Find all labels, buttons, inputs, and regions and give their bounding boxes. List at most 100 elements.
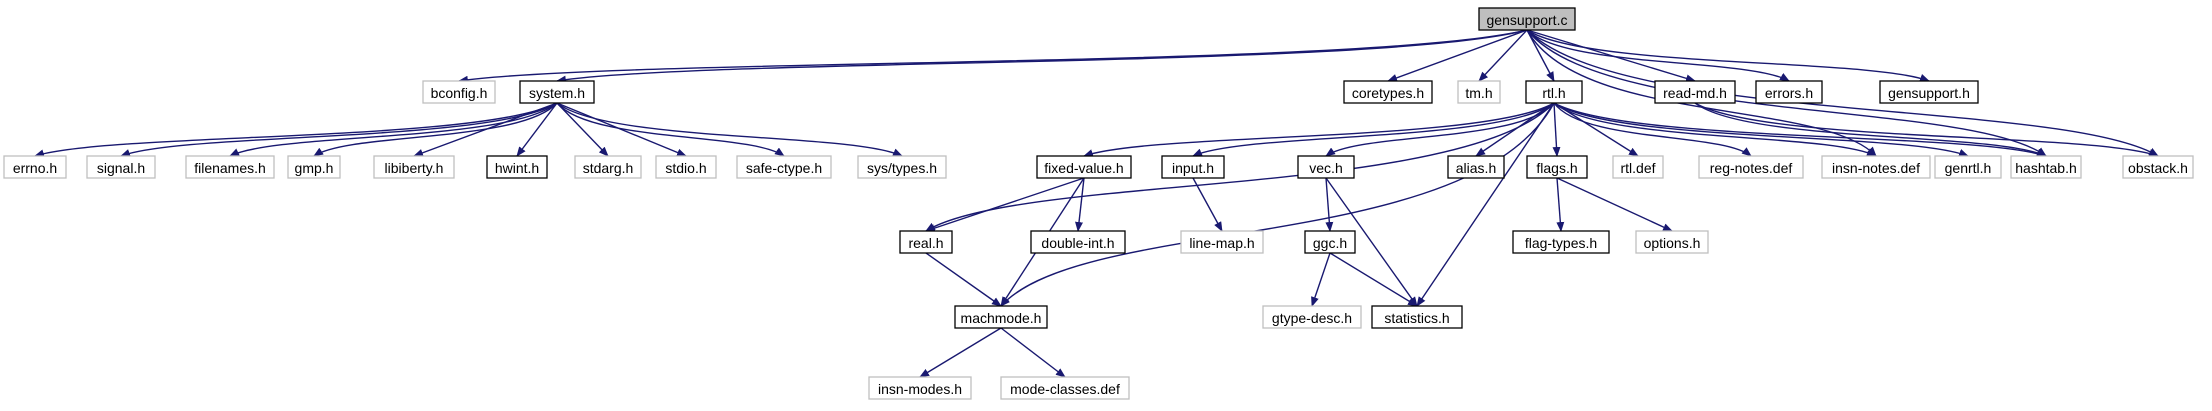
node-insn-modes-h: insn-modes.h [868, 376, 972, 400]
edge-rtl-h-to-machmode-h [1000, 102, 1555, 307]
node-box [1343, 80, 1433, 104]
node-machmode-h[interactable]: machmode.h [954, 305, 1048, 329]
node-flags-h[interactable]: flags.h [1526, 155, 1588, 179]
node-box [1262, 305, 1362, 329]
edge-gensupport-c-to-gensupport-h [1526, 29, 1930, 82]
node-obstack-h: obstack.h [2122, 155, 2194, 179]
node-box [486, 155, 548, 179]
node-gensupport-c[interactable]: gensupport.c [1478, 7, 1576, 31]
node-label: insn-modes.h [878, 381, 962, 397]
node-rtl-h[interactable]: rtl.h [1525, 80, 1583, 104]
node-tm-h: tm.h [1457, 80, 1501, 104]
node-sys-types-h: sys/types.h [857, 155, 947, 179]
node-box [1447, 155, 1505, 179]
node-errno-h: errno.h [3, 155, 67, 179]
edge-gensupport-c-to-errors-h [1526, 29, 1790, 82]
edge-system-h-to-sys-types-h [556, 102, 903, 157]
node-label: hwint.h [495, 160, 539, 176]
edge-gensupport-c-to-obstack-h [1526, 29, 2159, 157]
node-errors-h[interactable]: errors.h [1755, 80, 1823, 104]
node-stdio-h: stdio.h [655, 155, 717, 179]
node-box [1525, 80, 1583, 104]
edge-ggc-h-to-statistics-h [1329, 252, 1418, 307]
node-label: hashtab.h [2015, 160, 2077, 176]
node-label: machmode.h [961, 310, 1042, 326]
node-box [1180, 230, 1264, 254]
node-box [1755, 80, 1823, 104]
node-coretypes-h[interactable]: coretypes.h [1343, 80, 1433, 104]
node-box [2010, 155, 2082, 179]
edge-vec-h-to-statistics-h [1325, 177, 1418, 307]
node-box [373, 155, 455, 179]
node-label: obstack.h [2128, 160, 2188, 176]
node-hashtab-h: hashtab.h [2010, 155, 2082, 179]
node-read-md-h[interactable]: read-md.h [1654, 80, 1736, 104]
edge-read-md-h-to-obstack-h [1694, 102, 2159, 157]
node-filenames-h: filenames.h [185, 155, 275, 179]
node-label: safe-ctype.h [746, 160, 822, 176]
node-box [868, 376, 972, 400]
node-box [1030, 230, 1126, 254]
node-hwint-h[interactable]: hwint.h [486, 155, 548, 179]
node-box [1036, 155, 1132, 179]
edge-rtl-h-to-reg-notes-def [1553, 102, 1752, 157]
edge-machmode-h-to-mode-classes-def [1000, 327, 1066, 378]
edges [34, 29, 2159, 378]
edge-rtl-h-to-genrtl-h [1553, 102, 1969, 157]
node-libiberty-h: libiberty.h [373, 155, 455, 179]
edge-gensupport-c-to-hashtab-h [1526, 29, 2047, 157]
node-label: system.h [529, 85, 585, 101]
node-label: errno.h [13, 160, 57, 176]
edge-system-h-to-stdarg-h [556, 102, 609, 157]
node-box [1161, 155, 1225, 179]
node-label: stdio.h [665, 160, 706, 176]
node-vec-h[interactable]: vec.h [1297, 155, 1355, 179]
edge-rtl-h-to-alias-h [1475, 102, 1555, 157]
node-label: bconfig.h [431, 85, 488, 101]
node-label: line-map.h [1189, 235, 1254, 251]
node-gensupport-h[interactable]: gensupport.h [1879, 80, 1979, 104]
node-label: gtype-desc.h [1272, 310, 1352, 326]
node-reg-notes-def: reg-notes.def [1698, 155, 1804, 179]
node-label: rtl.def [1620, 160, 1655, 176]
node-gmp-h: gmp.h [287, 155, 341, 179]
node-box [1934, 155, 2002, 179]
node-insn-notes-def: insn-notes.def [1821, 155, 1931, 179]
node-label: ggc.h [1313, 235, 1347, 251]
node-input-h[interactable]: input.h [1161, 155, 1225, 179]
node-label: genrtl.h [1945, 160, 1992, 176]
node-system-h[interactable]: system.h [519, 80, 595, 104]
node-statistics-h[interactable]: statistics.h [1371, 305, 1463, 329]
node-label: flag-types.h [1525, 235, 1597, 251]
node-box [1304, 230, 1356, 254]
edge-system-h-to-libiberty-h [413, 102, 558, 157]
edge-rtl-h-to-statistics-h [1416, 102, 1555, 307]
edge-rtl-h-to-fixed-value-h [1083, 102, 1555, 157]
node-box [519, 80, 595, 104]
node-label: gmp.h [295, 160, 334, 176]
node-box [1371, 305, 1463, 329]
node-label: double-int.h [1041, 235, 1114, 251]
node-genrtl-h: genrtl.h [1934, 155, 2002, 179]
node-alias-h[interactable]: alias.h [1447, 155, 1505, 179]
node-double-int-h[interactable]: double-int.h [1030, 230, 1126, 254]
node-label: filenames.h [194, 160, 266, 176]
node-box [1635, 230, 1709, 254]
node-safe-ctype-h: safe-ctype.h [736, 155, 832, 179]
edge-fixed-value-h-to-double-int-h [1075, 177, 1085, 232]
node-label: mode-classes.def [1010, 381, 1120, 397]
node-flag-types-h[interactable]: flag-types.h [1512, 230, 1610, 254]
node-gtype-desc-h: gtype-desc.h [1262, 305, 1362, 329]
node-options-h: options.h [1635, 230, 1709, 254]
nodes: gensupport.c bconfig.h system.h coretypes.h… [3, 7, 2194, 400]
node-label: insn-notes.def [1832, 160, 1920, 176]
edge-rtl-h-to-insn-notes-def [1553, 102, 1877, 157]
node-fixed-value-h[interactable]: fixed-value.h [1036, 155, 1132, 179]
edge-machmode-h-to-insn-modes-h [919, 327, 1002, 378]
node-label: statistics.h [1384, 310, 1449, 326]
node-box [1821, 155, 1931, 179]
node-label: signal.h [97, 160, 145, 176]
node-ggc-h[interactable]: ggc.h [1304, 230, 1356, 254]
node-real-h[interactable]: real.h [899, 230, 953, 254]
